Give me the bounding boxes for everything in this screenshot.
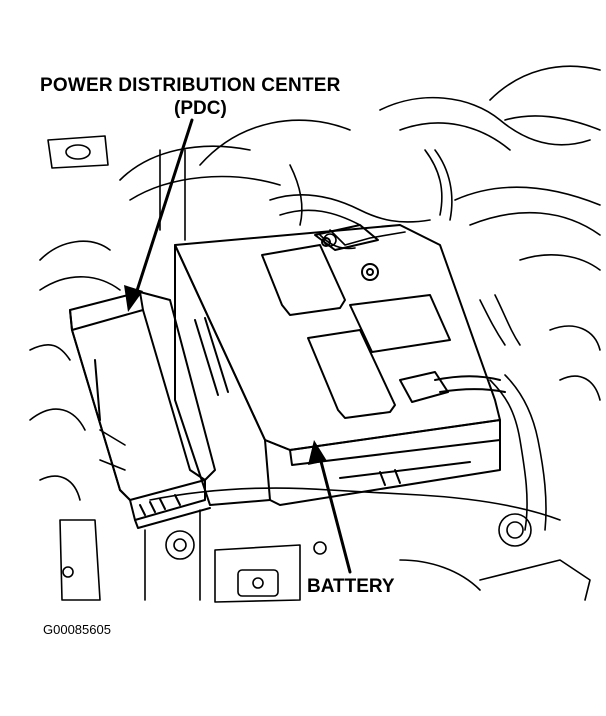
- battery-arrowhead: [308, 440, 327, 465]
- leader-arrows: [132, 118, 352, 574]
- pdc-arrow: [132, 118, 194, 302]
- battery-arrow: [316, 448, 352, 574]
- pdc-abbreviation-label: (PDC): [174, 98, 227, 119]
- battery-label: BATTERY: [307, 576, 395, 597]
- figure-id: G00085605: [43, 622, 111, 637]
- pdc-arrowhead: [124, 285, 143, 312]
- engine-bay-background: [29, 65, 601, 603]
- battery-body: [174, 224, 506, 506]
- pdc-label: POWER DISTRIBUTION CENTER: [40, 75, 341, 96]
